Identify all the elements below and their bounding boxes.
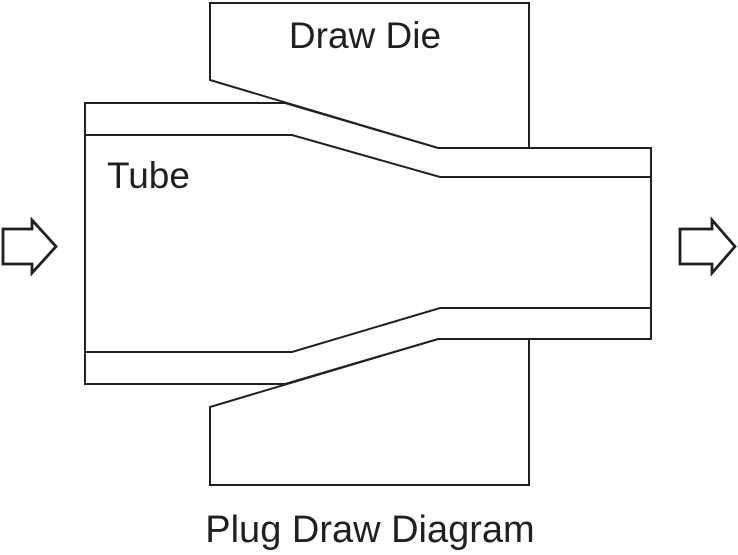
- die-label: Draw Die: [289, 15, 441, 56]
- diagram-caption: Plug Draw Diagram: [205, 509, 534, 551]
- outlet-flow-arrow-icon: [678, 216, 737, 277]
- tube-inner-bore: [84, 134, 652, 353]
- tube-label: Tube: [107, 155, 190, 196]
- inlet-flow-arrow-icon: [1, 216, 58, 277]
